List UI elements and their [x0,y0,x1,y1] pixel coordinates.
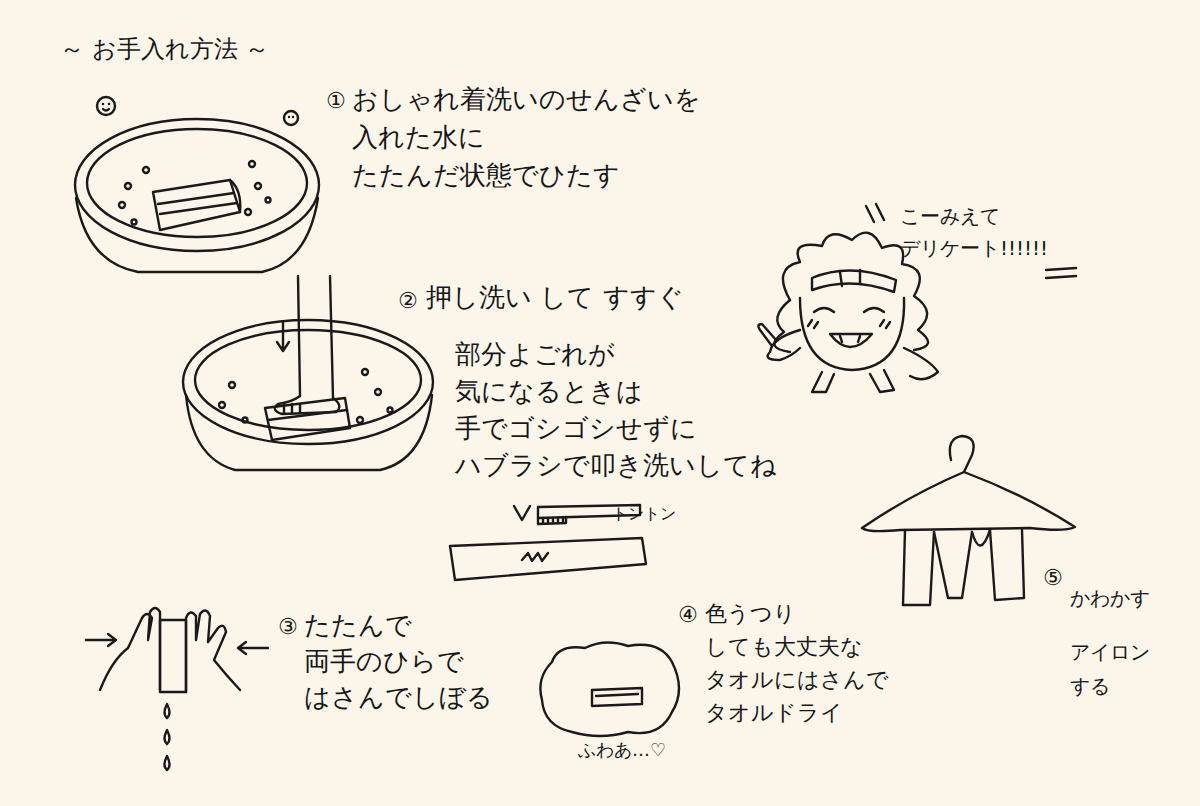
step-text: かわかす [1070,585,1150,611]
towel-sketch-stroke [592,688,642,706]
character-sketch-stroke [812,270,896,292]
hands-sketch-stroke [186,610,240,692]
step-text: 押し洗い して すすぐ [426,280,684,314]
callout-number: ③ [278,612,298,641]
basin-sketch-stroke [75,119,319,251]
towel-sketch [540,642,679,736]
basin-sketch-stroke [230,180,240,212]
basin-sketch-stroke [284,111,298,125]
toothbrush-sketch-stroke [522,553,548,561]
press-wash-sketch-stroke [362,369,368,375]
character-sketch-stroke [864,308,884,312]
hanger-sketch-stroke [934,532,972,598]
sound-effect: ふわあ…♡ [578,738,666,761]
basin-sketch-stroke [245,209,251,215]
press-wash-sketch-stroke [298,276,300,396]
basin-sketch-stroke [76,198,318,272]
basin-sketch-stroke [288,116,290,118]
hanger-sketch [862,436,1075,605]
callout-number: ⑤ [1043,563,1063,592]
callout-number: ① [326,86,346,115]
character-sketch-stroke [814,308,834,312]
press-wash-sketch [183,276,433,470]
emphasis-marks-stroke [1046,268,1076,278]
basin-sketch-stroke [292,116,294,118]
step-text: アイロン する [1070,635,1190,703]
basin-sketch-stroke [108,103,111,106]
basin-sketch [75,97,319,272]
character-sketch-stroke [774,300,790,352]
callout-number: ② [398,286,418,315]
hands-sketch-stroke [165,730,170,744]
hanger-sketch-stroke [862,472,1075,531]
press-wash-sketch-stroke [183,320,433,444]
basin-sketch-stroke [255,183,261,189]
hanger-sketch-stroke [972,530,990,546]
character-sketch-stroke [840,336,860,342]
character-sketch-stroke [840,270,860,286]
character-sketch-stroke [808,320,890,328]
press-wash-sketch-stroke [284,404,300,413]
hands-sketch-stroke [86,634,116,646]
basin-sketch-stroke [266,198,271,203]
basin-sketch-stroke [160,203,237,214]
toothbrush-sketch-stroke [450,538,646,580]
basin-sketch-stroke [102,103,105,106]
basin-sketch-stroke [119,202,125,208]
callout-number: ④ [678,600,698,629]
toothbrush-sketch-stroke [538,517,566,524]
hanger-sketch-stroke [950,436,974,472]
press-wash-sketch-stroke [186,395,432,470]
hands-sketch-stroke [100,608,160,690]
press-wash-sketch-stroke [330,276,333,398]
basin-sketch-stroke [132,220,137,225]
press-wash-sketch-stroke [219,402,225,408]
press-wash-sketch-stroke [375,389,381,395]
character-sketch-stroke [812,370,894,392]
hands-sketch-stroke [160,620,186,692]
basin-sketch-stroke [97,97,115,115]
character-sketch-stroke [830,334,872,347]
towel-sketch-stroke [596,694,638,696]
character-sketch-stroke [758,324,776,346]
speech-text: こーみえて デリケート!!!!!! [900,200,1110,264]
basin-sketch-stroke [87,129,307,237]
basin-sketch-stroke [143,167,149,173]
press-wash-sketch-stroke [195,330,421,430]
basin-sketch-stroke [125,183,131,189]
hands-sketch-stroke [165,756,170,770]
sound-effect: トントン [612,503,676,524]
press-wash-sketch-stroke [388,408,393,413]
basin-sketch-stroke [103,109,109,111]
hanger-sketch-stroke [903,530,934,605]
character-sketch-stroke [800,298,904,370]
emphasis-marks-stroke [866,204,884,222]
basin-sketch-stroke [249,161,255,167]
press-wash-sketch-stroke [275,396,340,414]
press-wash-sketch-stroke [243,418,248,423]
hanger-sketch-stroke [990,530,1024,600]
basin-sketch-stroke [153,180,240,230]
hands-sketch [86,608,268,770]
page-title: ～ お手入れ方法 ～ [60,34,269,65]
character-sketch-stroke [904,348,938,379]
hands-sketch-stroke [238,642,268,654]
press-wash-sketch-stroke [357,417,363,423]
press-wash-sketch-stroke [229,382,235,388]
step-text: おしゃれ着洗いのせんざいを 入れた水に たたんだ状態でひたす [352,80,752,194]
toothbrush-sketch-stroke [514,506,530,520]
basin-sketch-stroke [158,193,234,204]
press-wash-sketch-stroke [277,323,289,351]
step-text: 色うつり しても大丈夫な タオルにはさんで タオルドライ [705,597,935,729]
towel-sketch-stroke [540,642,679,736]
step-text: たたんで 両手のひらで はさんでしぼる [304,607,564,715]
toothbrush-sketch-stroke [543,517,563,523]
hands-sketch-stroke [165,704,170,718]
note-text: 部分よごれが 気になるときは 手でゴシゴシせずに ハブラシで叩き洗いしてね [455,336,835,484]
